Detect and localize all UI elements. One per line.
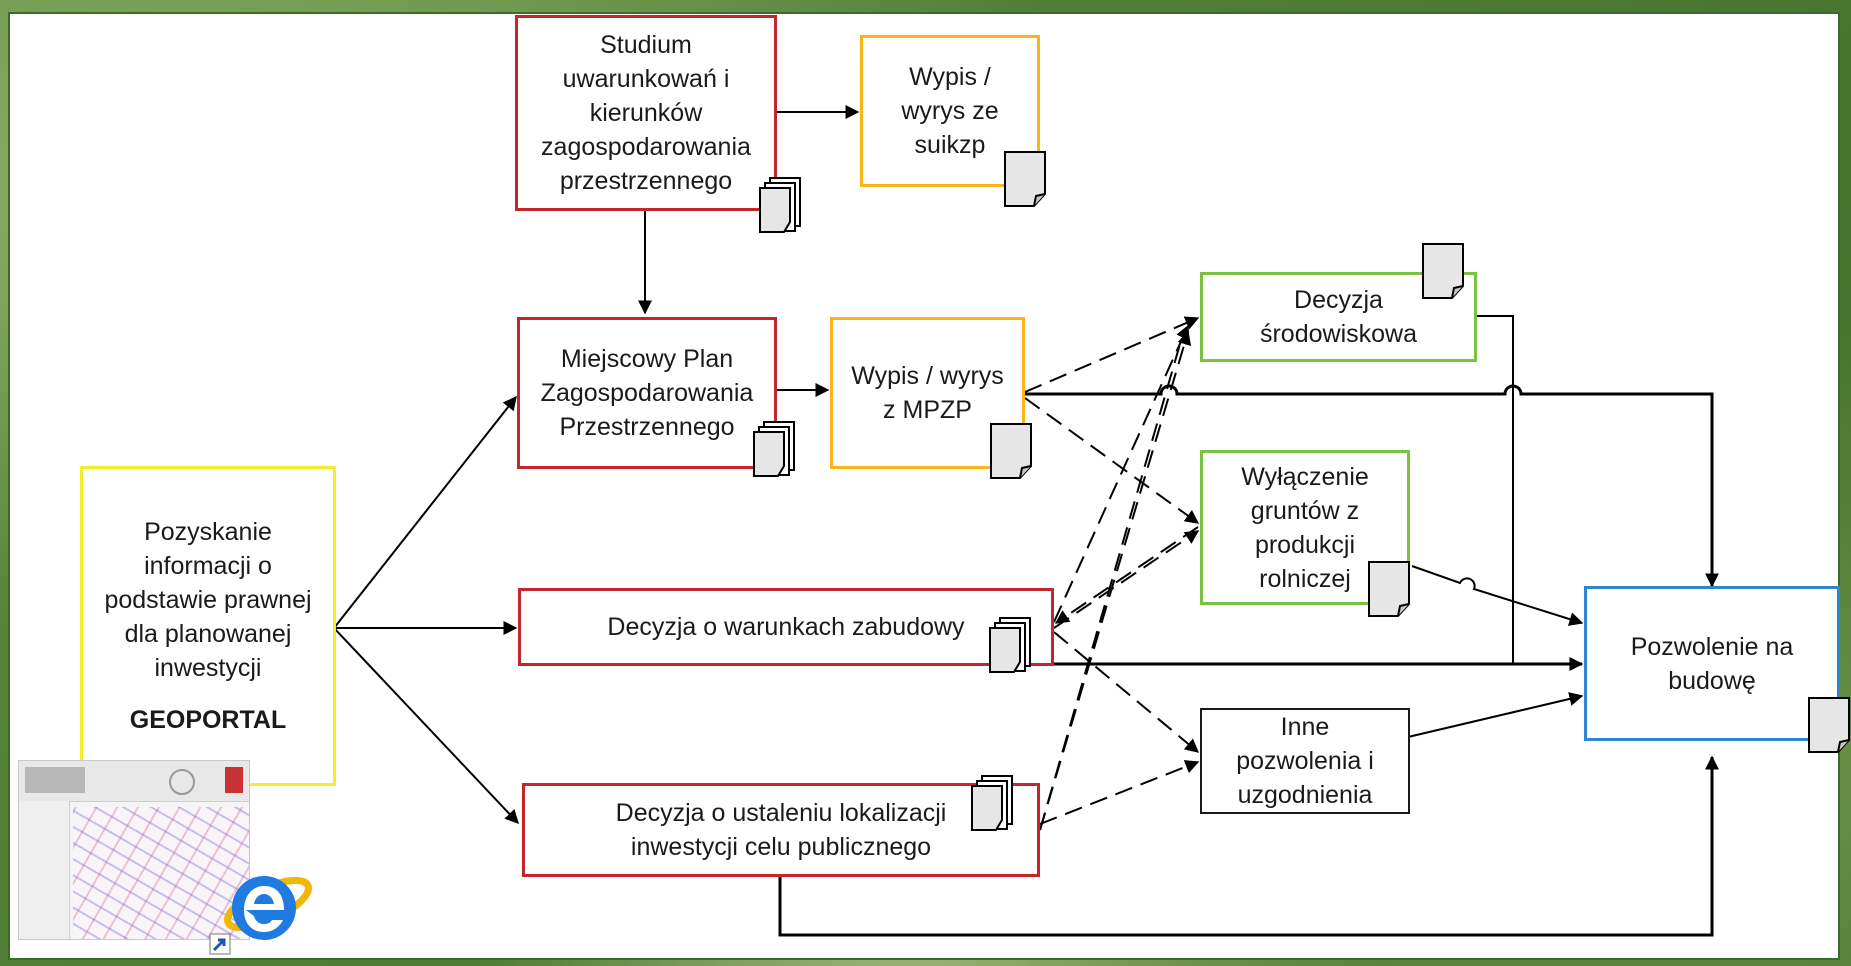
document-icon xyxy=(989,617,1031,673)
document-icon xyxy=(1004,151,1046,207)
arrow-srodowiskowa-to-pozwolenie xyxy=(1476,315,1514,664)
node-mpzp: Miejscowy Plan Zagospodarowania Przestrz… xyxy=(517,317,777,469)
arrow-inne-to-pozwolenie xyxy=(1407,692,1584,738)
dashed-wz-to-srodowiskowa xyxy=(1053,324,1190,623)
node-pozwolenie-na-budowe: Pozwolenie na budowę xyxy=(1584,586,1840,741)
document-icon xyxy=(1368,561,1410,617)
document-icon xyxy=(1422,243,1464,299)
node-studium: Studium uwarunkowań i kierunków zagospod… xyxy=(515,15,777,211)
document-icon xyxy=(990,423,1032,479)
geoportal-label: GEOPORTAL xyxy=(129,706,287,734)
node-decyzja-srodowiskowa: Decyzja środowiskowa xyxy=(1200,272,1477,362)
node-pozyskanie-informacji: Pozyskanie informacji o podstawie prawne… xyxy=(80,466,336,786)
geoportal-screenshot-thumbnail xyxy=(18,760,250,940)
dashed-lokalizacja-to-srodowiskowa xyxy=(1039,330,1192,831)
arrow-lokalizacja-to-pozwolenie xyxy=(778,755,1719,937)
dashed-wypis-to-wylaczenie xyxy=(1024,397,1200,524)
thumbnail-logo xyxy=(25,767,85,793)
dashed-wypis-to-srodowiskowa xyxy=(1024,316,1200,393)
thumbnail-header xyxy=(19,761,249,802)
dashed-wz-to-wylaczenie xyxy=(1053,530,1200,629)
thumbnail-emblem xyxy=(169,769,195,795)
dashed-lokalizacja-to-wylaczenie xyxy=(1039,343,1181,831)
node-lokalizacja-celu-publicznego: Decyzja o ustaleniu lokalizacji inwestyc… xyxy=(522,783,1040,877)
dashed-wylaczenie-to-wz xyxy=(1054,526,1199,624)
dashed-wz-to-inne xyxy=(1053,631,1200,753)
thumbnail-coat-of-arms xyxy=(225,767,243,793)
arrow-wylaczenie-to-pozwolenie xyxy=(1411,565,1584,626)
document-icon xyxy=(759,177,801,233)
node-warunki-zabudowy: Decyzja o warunkach zabudowy xyxy=(518,588,1054,666)
document-icon xyxy=(971,775,1013,831)
document-icon xyxy=(1808,697,1850,753)
arrow-pozyskanie-to-lokalizacja xyxy=(333,627,519,825)
thumbnail-sidebar xyxy=(19,801,70,939)
thumbnail-map xyxy=(73,807,249,939)
arrow-wypis-mpzp-to-pozwolenie xyxy=(1023,384,1719,588)
node-inne-pozwolenia: Inne pozwolenia i uzgodnienia xyxy=(1200,708,1410,814)
pozyskanie-text: Pozyskanie informacji o podstawie prawne… xyxy=(104,518,312,682)
dashed-lokalizacja-to-inne xyxy=(1039,760,1200,825)
arrow-pozyskanie-to-mpzp xyxy=(333,395,517,629)
internet-explorer-icon xyxy=(209,876,312,955)
document-icon xyxy=(753,421,795,477)
